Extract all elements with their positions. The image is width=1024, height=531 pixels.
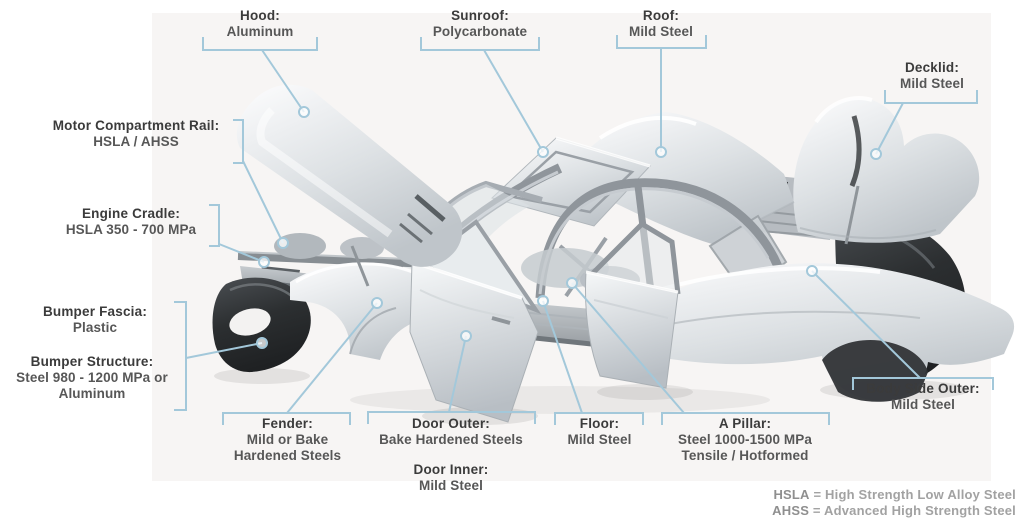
label-engine-cradle-value: HSLA 350 - 700 MPa [65, 222, 197, 237]
label-body-side-outer-title: Body Side Outer: [866, 381, 980, 396]
label-engine-cradle: Engine Cradle: HSLA 350 - 700 MPa [48, 206, 214, 238]
leader-floor [542, 300, 583, 414]
leader-motor-compartment-rail [242, 160, 284, 244]
footnote-hsla: HSLA = High Strength Low Alloy Steel [700, 487, 1016, 503]
leader-sunroof [483, 49, 544, 153]
bracket-floor [554, 412, 644, 425]
label-engine-cradle-title: Engine Cradle: [81, 206, 181, 221]
bracket-sunroof [420, 37, 540, 51]
label-floor-value: Mild Steel [567, 432, 632, 447]
label-a-pillar: A Pillar: Steel 1000-1500 MPa Tensile / … [655, 416, 835, 464]
leader-a-pillar [571, 282, 685, 414]
label-fender: Fender: Mild or Bake Hardened Steels [215, 416, 360, 464]
label-door-outer: Door Outer: Bake Hardened Steels [360, 416, 542, 448]
label-sunroof-value: Polycarbonate [432, 24, 528, 39]
label-floor: Floor: Mild Steel [552, 416, 647, 448]
leader-body-side-outer [811, 270, 921, 379]
label-bumper-structure: Bumper Structure: Steel 980 - 1200 MPa o… [8, 354, 176, 402]
label-fender-title: Fender: [262, 416, 313, 431]
label-decklid: Decklid: Mild Steel [876, 60, 988, 92]
label-door-inner: Door Inner: Mild Steel [375, 462, 527, 494]
label-roof-title: Roof: [642, 8, 680, 23]
rear-door [585, 220, 681, 389]
label-bumper-fascia-title: Bumper Fascia: [42, 304, 148, 319]
bracket-hood [202, 37, 318, 51]
leader-fender [286, 302, 378, 414]
bracket-motor-compartment-rail [233, 119, 244, 164]
decklid-panel [793, 96, 980, 245]
label-hood: Hood: Aluminum [195, 8, 325, 40]
leader-door-outer [448, 335, 467, 413]
bracket-fender [222, 412, 351, 425]
label-decklid-title: Decklid: [904, 60, 960, 75]
label-sunroof: Sunroof: Polycarbonate [415, 8, 545, 40]
label-bumper-structure-title: Bumper Structure: [30, 354, 154, 369]
leader-decklid [875, 102, 904, 155]
callout-brackets [174, 35, 994, 425]
label-a-pillar-title: A Pillar: [718, 416, 772, 431]
label-hood-value: Aluminum [226, 24, 294, 39]
footnote-ahss-definition: = Advanced High Strength Steel [812, 502, 1016, 518]
footnote-ahss: AHSS = Advanced High Strength Steel [700, 503, 1016, 519]
label-bumper-fascia-value: Plastic [72, 320, 118, 335]
label-door-inner-value: Mild Steel [418, 478, 483, 493]
label-body-side-outer: Body Side Outer: Mild Steel [845, 381, 1001, 413]
label-sunroof-title: Sunroof: [451, 8, 509, 23]
hood-panel [236, 84, 463, 287]
sunroof-panel [491, 136, 651, 227]
leader-engine-cradle [218, 243, 265, 263]
label-motor-compartment-rail: Motor Compartment Rail: HSLA / AHSS [36, 118, 236, 150]
label-door-outer-title: Door Outer: [412, 416, 490, 431]
leader-lines [185, 48, 921, 414]
leader-bumper [185, 342, 263, 359]
bracket-a-pillar [661, 412, 830, 425]
label-bumper-structure-value-1: Steel 980 - 1200 MPa or [16, 370, 168, 385]
label-roof: Roof: Mild Steel [606, 8, 716, 40]
footnote-hsla-term: HSLA [773, 487, 810, 502]
bracket-engine-cradle [209, 204, 220, 247]
bracket-door-outer [367, 411, 536, 424]
footnote-ahss-term: AHSS [772, 502, 810, 518]
label-a-pillar-value-1: Steel 1000-1500 MPa [678, 432, 812, 447]
label-body-side-outer-value: Mild Steel [890, 397, 955, 412]
label-fender-value-2: Hardened Steels [233, 448, 342, 463]
label-motor-compartment-rail-title: Motor Compartment Rail: [52, 118, 220, 133]
label-floor-title: Floor: [579, 416, 620, 431]
bracket-decklid [884, 90, 978, 104]
label-decklid-value: Mild Steel [899, 76, 964, 91]
label-door-inner-title: Door Inner: [413, 462, 489, 477]
footnote-legend: HSLA = High Strength Low Alloy Steel AHS… [700, 487, 1016, 518]
leader-hood [261, 49, 305, 113]
label-a-pillar-value-2: Tensile / Hotformed [681, 448, 809, 463]
bracket-bumper [174, 301, 187, 411]
leader-endpoints [256, 106, 882, 349]
label-bumper-structure-value-2: Aluminum [58, 386, 126, 401]
label-motor-compartment-rail-value: HSLA / AHSS [93, 134, 179, 149]
label-roof-value: Mild Steel [628, 24, 693, 39]
label-hood-title: Hood: [240, 8, 280, 23]
footnote-hsla-definition: = High Strength Low Alloy Steel [813, 487, 1016, 502]
bracket-body-side-outer [852, 377, 994, 390]
label-fender-value-1: Mild or Bake [246, 432, 329, 447]
label-door-outer-value: Bake Hardened Steels [379, 432, 523, 447]
label-bumper-fascia: Bumper Fascia: Plastic [20, 304, 170, 336]
